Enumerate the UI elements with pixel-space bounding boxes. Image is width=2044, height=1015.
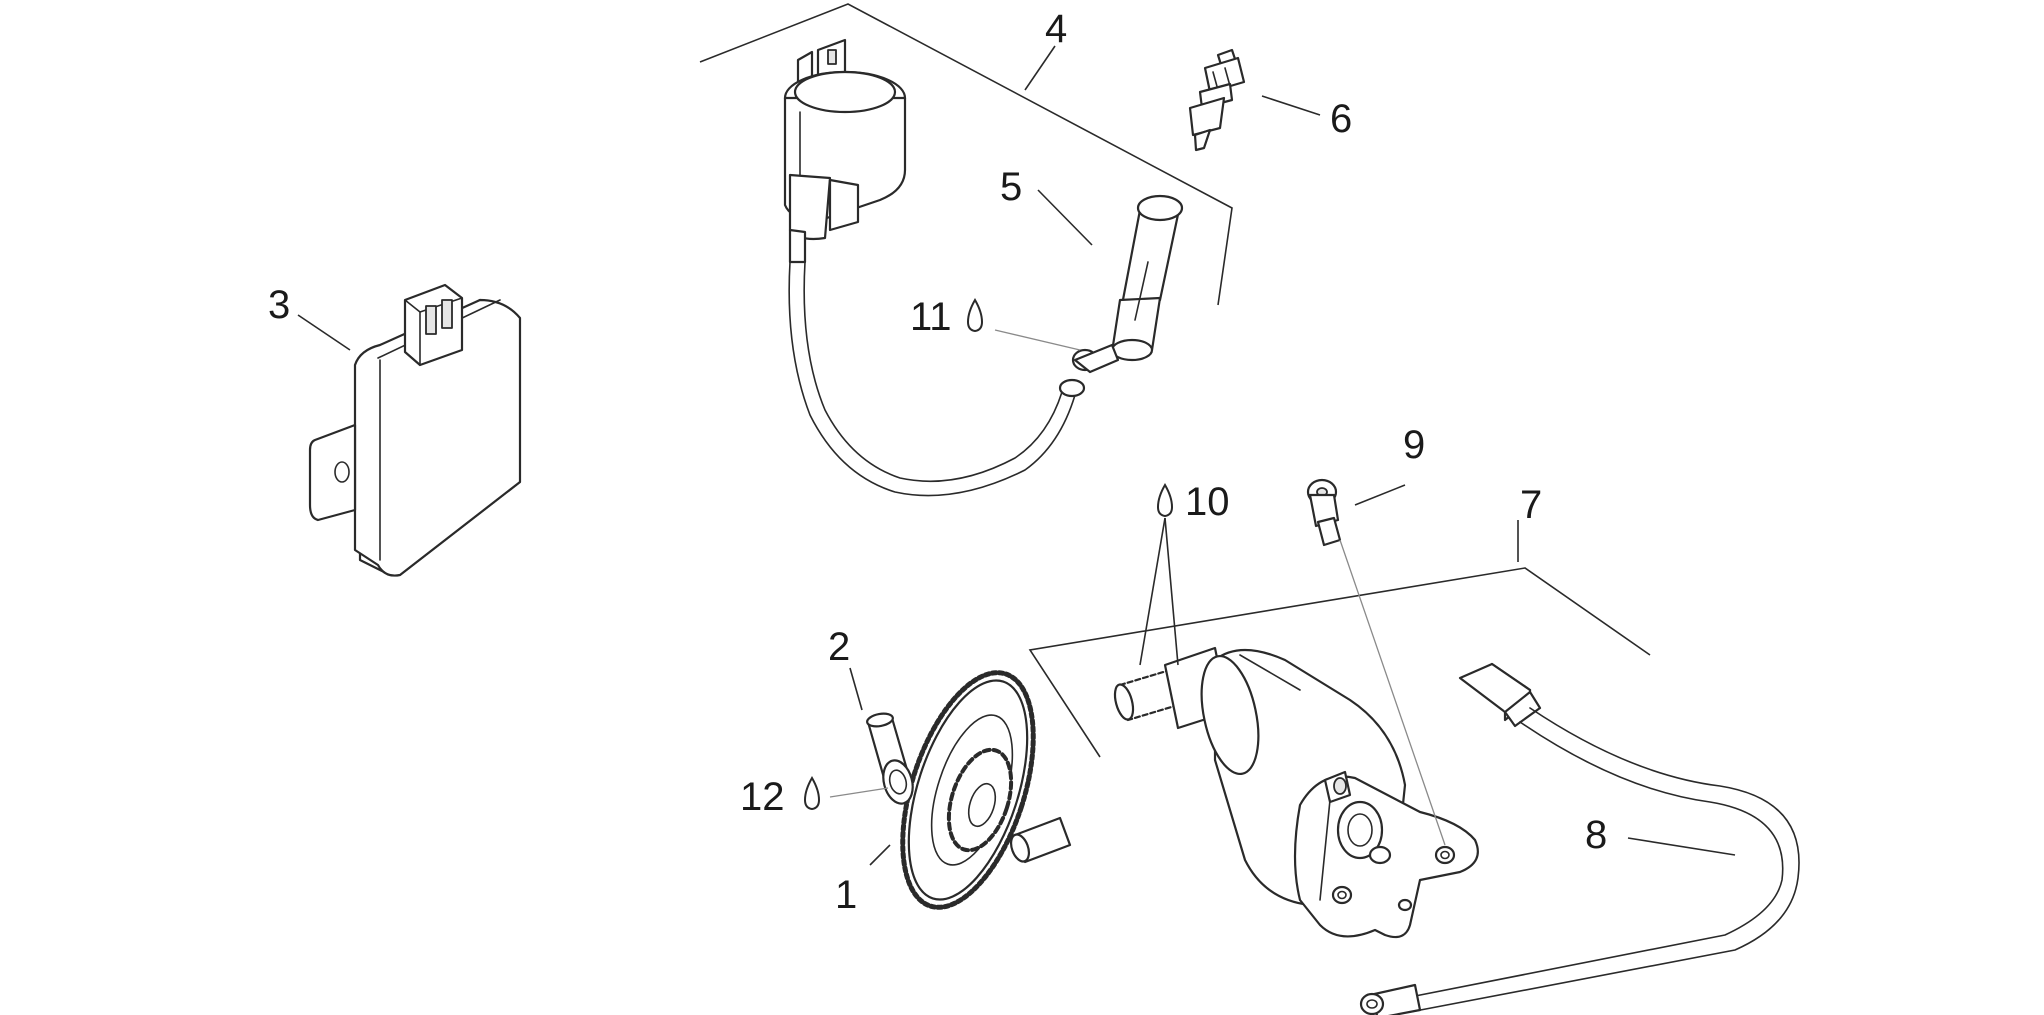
part-driven-gear xyxy=(900,670,1036,910)
callout-1: 1 xyxy=(835,873,857,917)
group-frame-7 xyxy=(1028,567,1651,758)
callout-5: 5 xyxy=(1000,165,1022,209)
part-spark-plug xyxy=(1188,48,1246,152)
group-frame-4 xyxy=(699,3,1233,306)
callout-3: 3 xyxy=(268,283,290,327)
callout-9: 9 xyxy=(1403,423,1425,467)
part-starter-cable xyxy=(1359,662,1800,1015)
callout-7: 7 xyxy=(1520,483,1542,527)
callout-4: 4 xyxy=(1045,7,1067,51)
callout-12: 12 xyxy=(740,775,785,819)
part-spark-plug-cap xyxy=(1071,194,1184,374)
callout-labels: 1 2 3 4 5 6 7 8 9 10 11 12 xyxy=(268,7,1607,917)
part-starter-motor xyxy=(1113,646,1479,939)
lubricant-drop-12-icon xyxy=(803,776,821,811)
part-screw xyxy=(1306,478,1446,846)
lubricant-drop-11-icon xyxy=(966,298,984,333)
leader-lines xyxy=(297,45,1736,866)
callout-8: 8 xyxy=(1585,813,1607,857)
part-bushing xyxy=(866,712,914,805)
callout-11: 11 xyxy=(910,295,952,339)
part-ignition-coil xyxy=(783,38,1086,497)
callout-2: 2 xyxy=(828,625,850,669)
part-cdi-unit xyxy=(308,283,522,577)
part-gear-shaft xyxy=(1009,816,1072,864)
callout-10: 10 xyxy=(1185,480,1230,524)
lubricant-drop-10-icon xyxy=(1156,483,1174,518)
callout-6: 6 xyxy=(1330,97,1352,141)
